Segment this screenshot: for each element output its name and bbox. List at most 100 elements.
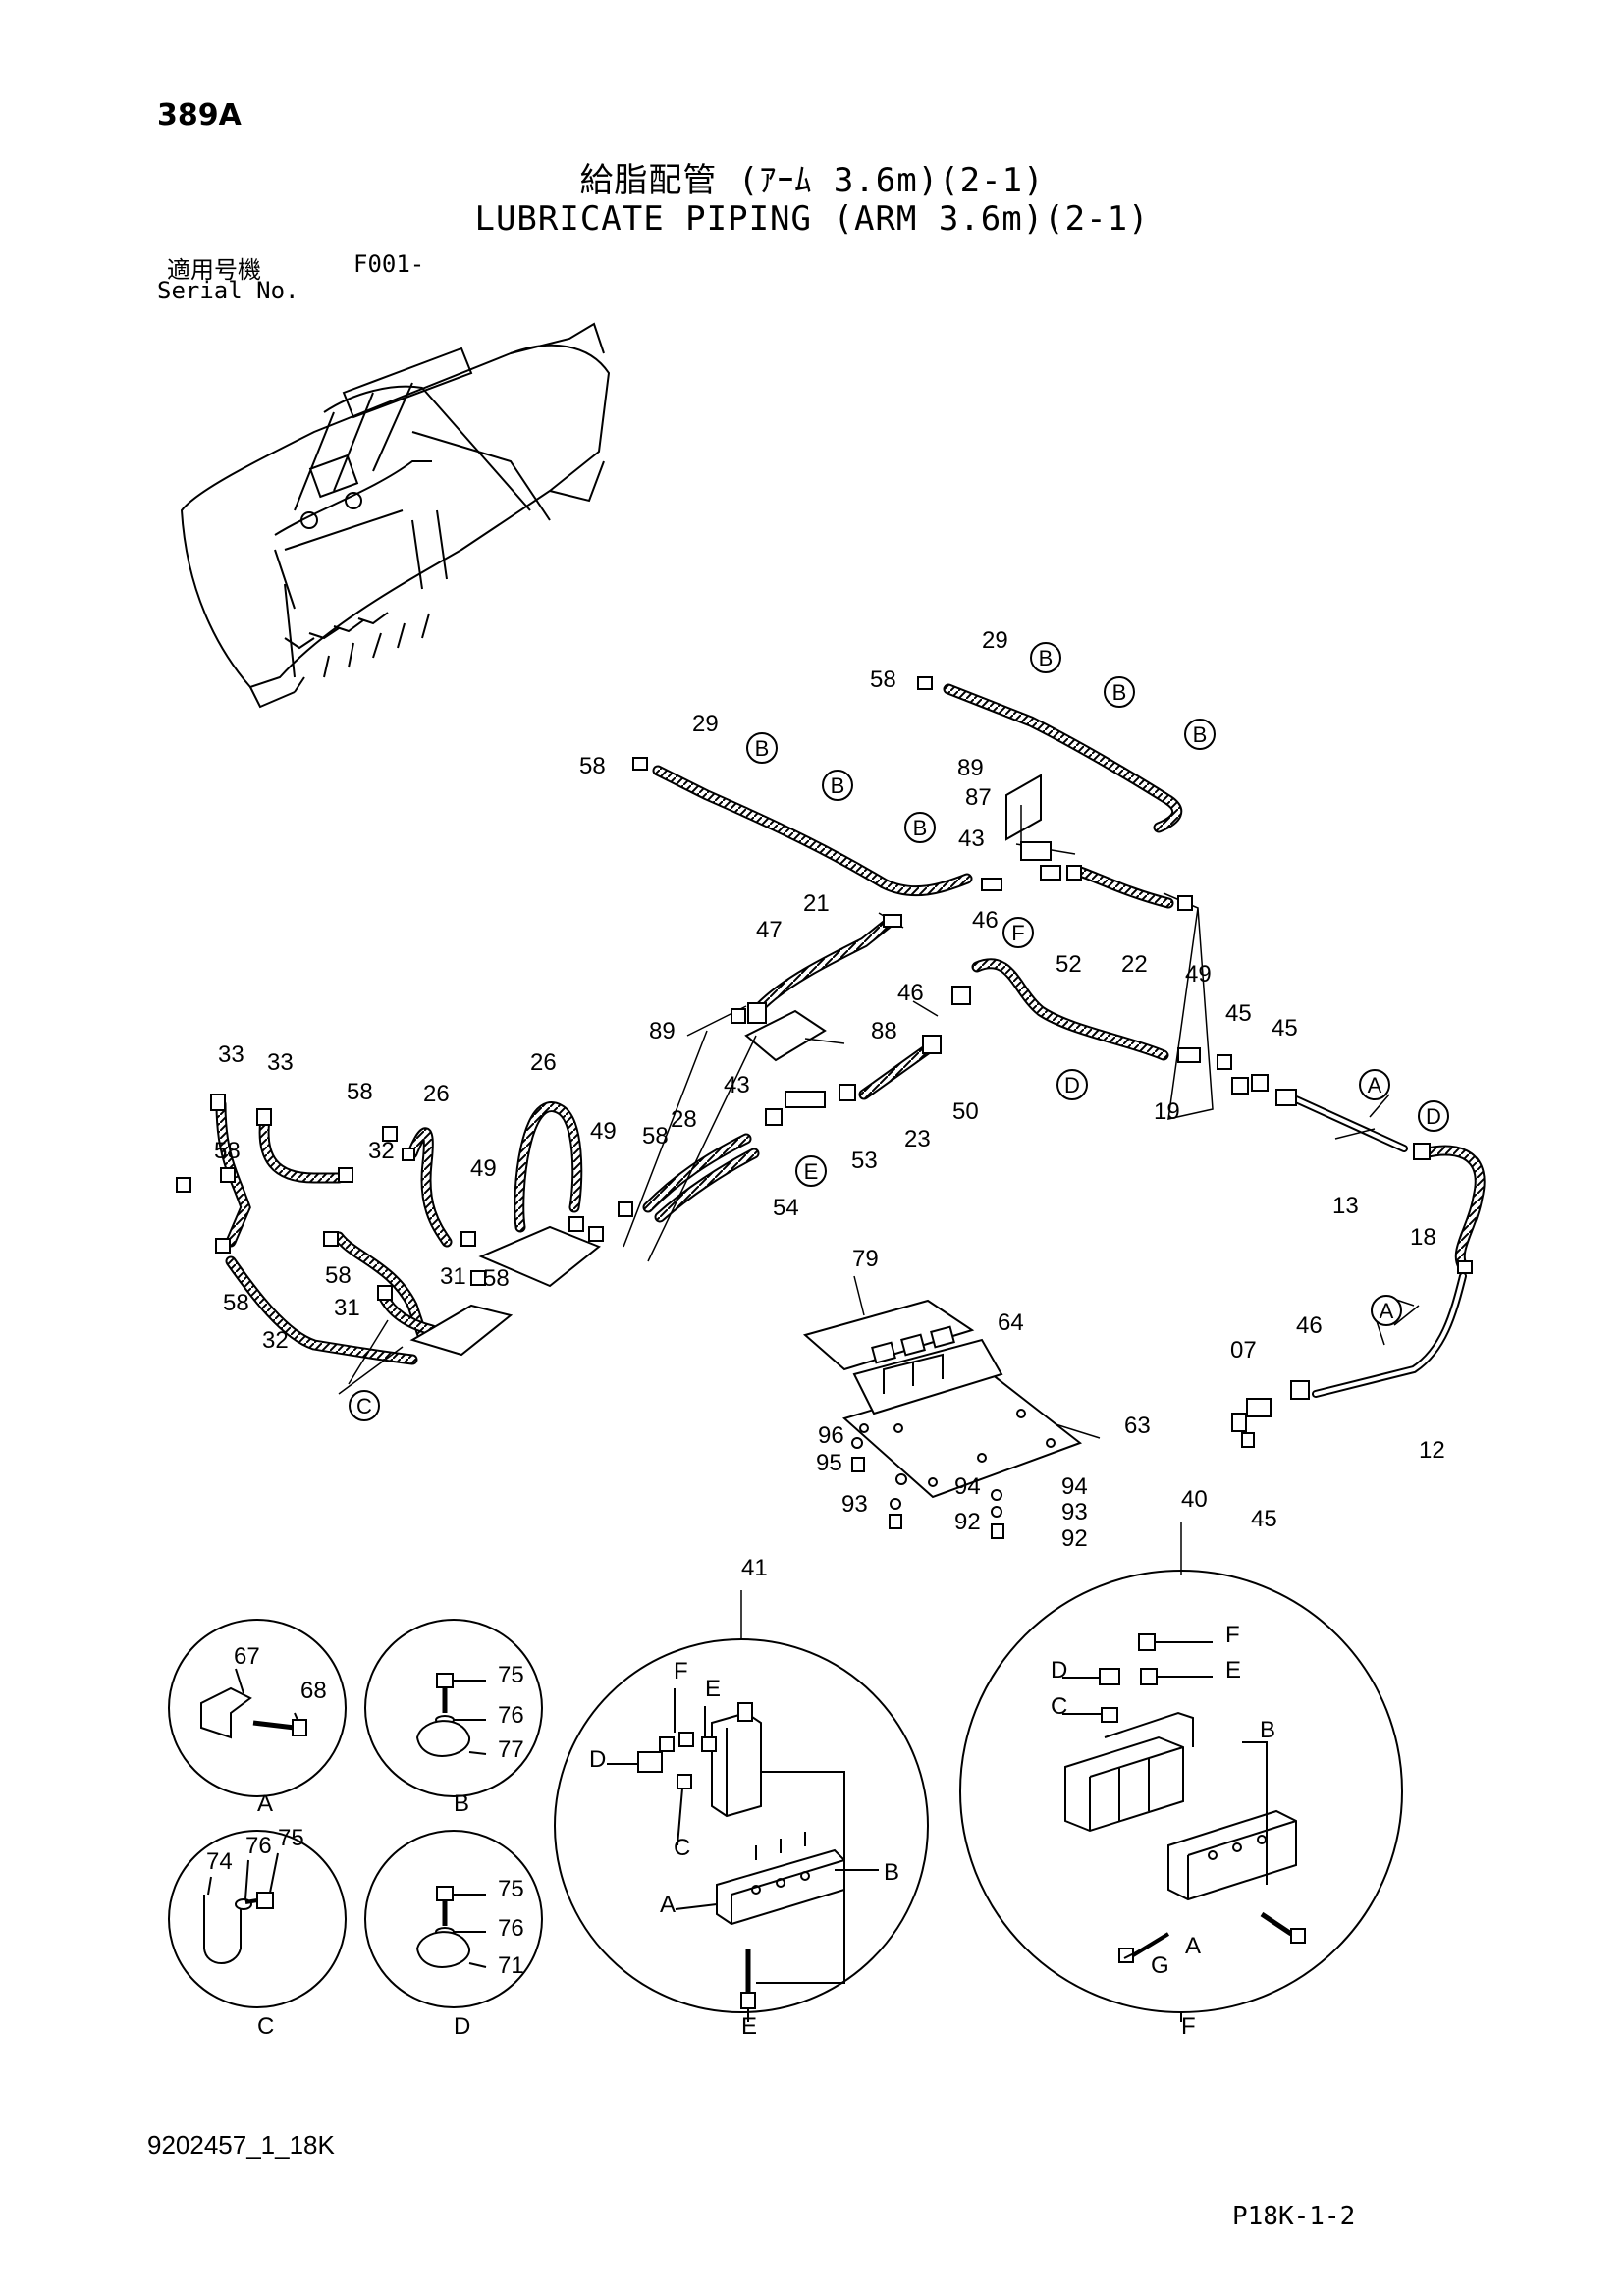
reference-letter: B [755,736,770,761]
part-label: E [705,1676,721,1702]
reference-letter: F [1011,921,1024,945]
part-label: 32 [368,1138,395,1164]
reference-callout: B [1030,642,1061,673]
part-label: 29 [692,711,719,737]
reference-letter: A [1368,1073,1382,1097]
part-label: 74 [206,1848,233,1875]
reference-callout: B [904,812,936,843]
part-label: 45 [1225,1000,1252,1027]
part-label: 58 [870,667,896,693]
part-label: G [1151,1952,1169,1979]
page-code: 389A [157,98,242,133]
reference-callout: A [1359,1069,1390,1100]
part-label: 54 [773,1195,799,1221]
reference-circle [349,1390,380,1421]
reference-callout: B [1184,719,1216,750]
part-label: 94 [954,1473,981,1500]
part-label: 71 [498,1952,524,1979]
part-label: 52 [1056,951,1082,978]
reference-letter: B [831,774,845,798]
part-label: 49 [470,1155,497,1182]
reference-letter: B [1112,680,1127,705]
reference-circle [1104,676,1135,708]
serial-label-japanese: 適用号機 [167,256,261,284]
fittings [176,676,1473,1448]
reference-circle [1184,719,1216,750]
part-label: 88 [871,1018,897,1044]
part-label: E [741,2013,757,2040]
part-label: 33 [267,1049,294,1076]
part-label: 43 [958,826,985,852]
part-label: B [884,1859,899,1886]
part-label: 50 [952,1098,979,1125]
part-label: 95 [816,1450,842,1476]
page-title-english: LUBRICATE PIPING (ARM 3.6m)(2-1) [474,199,1150,239]
part-label: D [454,2013,470,2040]
detail-views [168,1570,1403,2022]
part-label: 58 [223,1290,249,1316]
part-label: 58 [483,1265,510,1292]
part-label: C [674,1835,690,1861]
part-label: 29 [982,627,1008,654]
part-label: 68 [300,1678,327,1704]
reference-callout: D [1056,1069,1088,1100]
drawing-number: 9202457_1_18K [147,2130,335,2160]
part-label: 33 [218,1041,244,1068]
part-label: F [1181,2013,1196,2040]
part-label: 63 [1124,1413,1151,1439]
part-label: 31 [440,1263,466,1290]
part-label: 94 [1061,1473,1088,1500]
page-reference: P18K-1-2 [1232,2202,1356,2231]
part-label: B [454,1790,469,1817]
part-label: 64 [998,1309,1024,1336]
detail-view-b [364,1619,543,1797]
part-label: 28 [671,1106,697,1133]
part-label: A [257,1790,273,1817]
part-label: C [257,2013,274,2040]
part-label: 92 [954,1509,981,1535]
detail-view-c [168,1830,347,2008]
part-label: 76 [498,1702,524,1729]
part-label: 93 [1061,1499,1088,1525]
part-label: 76 [498,1915,524,1942]
reference-circle [1002,917,1034,948]
bucket-illustration [180,322,611,709]
part-label: 75 [278,1825,304,1851]
hose-lines [215,683,1486,1398]
serial-value: F001- [353,250,425,278]
reference-callout: A [1371,1295,1402,1326]
part-label: D [1051,1657,1067,1683]
detail-view-d [364,1830,543,2008]
part-label: A [660,1892,676,1918]
serial-label-english: Serial No. [157,277,299,304]
part-label: A [1185,1933,1201,1959]
reference-circle [1359,1069,1390,1100]
part-label: 58 [214,1138,241,1164]
reference-circle [1056,1069,1088,1100]
reference-circle [746,732,778,764]
reference-letter: B [1193,722,1208,747]
part-label: 43 [724,1072,750,1098]
part-label: 53 [851,1148,878,1174]
reference-letter: C [356,1394,372,1418]
part-label: F [1225,1622,1240,1648]
part-label: D [589,1746,606,1773]
part-label: 75 [498,1662,524,1688]
part-label: 75 [498,1876,524,1902]
mounting-plate-assembly [802,1299,1083,1539]
reference-callout: D [1418,1100,1449,1132]
part-label: B [1260,1717,1275,1743]
part-label: 76 [245,1833,272,1859]
reference-callout: B [746,732,778,764]
part-label: 89 [649,1018,676,1044]
reference-letter: A [1380,1299,1394,1323]
part-label: 26 [530,1049,557,1076]
part-label: 79 [852,1246,879,1272]
reference-circle [1371,1295,1402,1326]
part-label: 07 [1230,1337,1257,1363]
part-label: 46 [897,980,924,1006]
part-label: 18 [1410,1224,1436,1251]
part-label: 92 [1061,1525,1088,1552]
